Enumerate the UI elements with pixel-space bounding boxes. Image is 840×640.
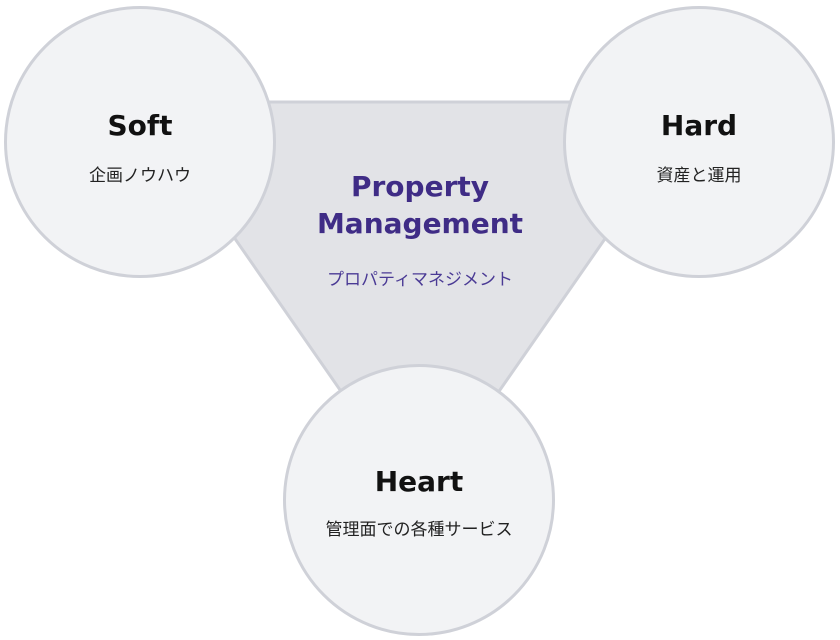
center-title: Property Management <box>280 168 560 242</box>
node-hard-title: Hard <box>660 109 738 142</box>
node-soft-title: Soft <box>107 109 173 142</box>
center-title-line2: Management <box>316 207 524 240</box>
node-hard-subtitle: 資産と運用 <box>656 166 742 186</box>
node-heart-subtitle: 管理面での各種サービス <box>325 520 513 540</box>
central-triangle <box>137 100 703 508</box>
node-heart: Heart 管理面での各種サービス <box>283 364 555 636</box>
node-soft: Soft 企画ノウハウ <box>4 6 276 278</box>
center-subtitle: プロパティマネジメント <box>327 270 513 290</box>
node-heart-title: Heart <box>374 465 464 498</box>
center-title-line1: Property <box>350 170 490 203</box>
node-hard: Hard 資産と運用 <box>563 6 835 278</box>
node-soft-subtitle: 企画ノウハウ <box>89 166 191 186</box>
